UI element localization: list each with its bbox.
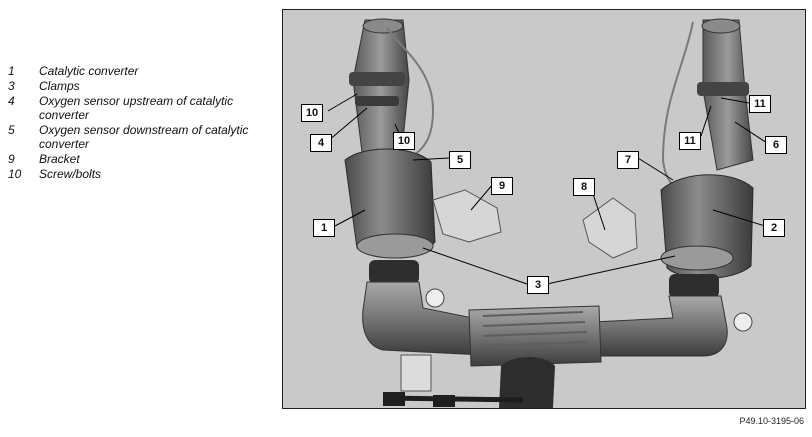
- callout-7: 7: [617, 151, 639, 169]
- leader-11b: [700, 105, 712, 137]
- callout-3: 3: [527, 276, 549, 294]
- leader-3-right: [546, 255, 676, 285]
- left-sensor-wire: [386, 27, 435, 161]
- left-inlet-flange: [362, 18, 404, 34]
- legend-text: Oxygen sensor downstream of catalytic co…: [39, 123, 249, 151]
- leader-11a: [720, 97, 750, 104]
- figure-code: P49.10-3195-06: [739, 416, 804, 426]
- legend-item: 3 Clamps: [8, 79, 270, 93]
- left-clamp-lower: [355, 96, 399, 106]
- leader-8: [592, 193, 606, 231]
- leader-10a: [327, 93, 358, 112]
- legend-number: 4: [8, 94, 15, 108]
- legend-item: 10 Screw/bolts: [8, 167, 270, 181]
- leader-6: [734, 121, 768, 144]
- legend-number: 5: [8, 123, 15, 137]
- callout-11: 11: [679, 132, 701, 150]
- leader-2: [712, 209, 766, 227]
- legend-text: Screw/bolts: [39, 167, 102, 181]
- leader-9: [470, 183, 494, 211]
- left-outlet-pipe: [362, 281, 484, 356]
- callout-4: 4: [310, 134, 332, 152]
- leader-5: [412, 157, 450, 161]
- callout-8: 8: [573, 178, 595, 196]
- callout-6: 6: [765, 136, 787, 154]
- left-bracket: [432, 189, 502, 243]
- leader-4: [327, 107, 368, 142]
- center-muffler: [468, 305, 602, 367]
- callout-5: 5: [449, 151, 471, 169]
- legend-number: 10: [8, 167, 22, 181]
- legend-text: Clamps: [39, 79, 80, 93]
- leader-3-left: [422, 247, 528, 285]
- callout-11: 11: [749, 95, 771, 113]
- leader-1: [334, 209, 366, 227]
- leader-7: [637, 157, 674, 181]
- right-bracket: [582, 197, 638, 259]
- left-converter-outlet: [356, 233, 434, 259]
- right-outlet-pipe: [592, 295, 728, 357]
- legend-item: 1 Catalytic converter: [8, 64, 270, 78]
- callout-1: 1: [313, 219, 335, 237]
- lower-rod: [382, 395, 524, 403]
- callout-9: 9: [491, 177, 513, 195]
- legend-number: 9: [8, 152, 15, 166]
- legend-text: Catalytic converter: [39, 64, 139, 78]
- legend-number: 3: [8, 79, 15, 93]
- left-hanger: [425, 288, 445, 308]
- legend-text: Oxygen sensor upstream of catalytic conv…: [39, 94, 234, 122]
- callout-10: 10: [301, 104, 323, 122]
- exhaust-drawing: [327, 18, 768, 408]
- legend-item: 4 Oxygen sensor upstream of catalytic co…: [8, 94, 270, 122]
- legend: 1 Catalytic converter 3 Clamps 4 Oxygen …: [8, 64, 270, 182]
- right-hanger: [733, 312, 753, 332]
- callout-10: 10: [393, 132, 415, 150]
- right-converter-outlet: [660, 245, 734, 271]
- legend-text: Bracket: [39, 152, 80, 166]
- right-clamp: [697, 82, 749, 96]
- legend-item: 9 Bracket: [8, 152, 270, 166]
- rear-silencer: [499, 357, 555, 408]
- legend-number: 1: [8, 64, 15, 78]
- right-outlet-clamp: [669, 274, 719, 298]
- right-sensor-wire: [661, 21, 694, 191]
- left-outlet-clamp: [369, 260, 419, 284]
- muffler-ribs: [482, 311, 588, 347]
- left-clamp: [349, 72, 405, 86]
- right-inlet-flange: [701, 18, 741, 34]
- exhaust-illustration: 10 4 10 5 9 1 3 8 7 11 11 6 2: [282, 9, 806, 409]
- lower-bracket: [400, 354, 432, 392]
- callout-2: 2: [763, 219, 785, 237]
- legend-item: 5 Oxygen sensor downstream of catalytic …: [8, 123, 270, 151]
